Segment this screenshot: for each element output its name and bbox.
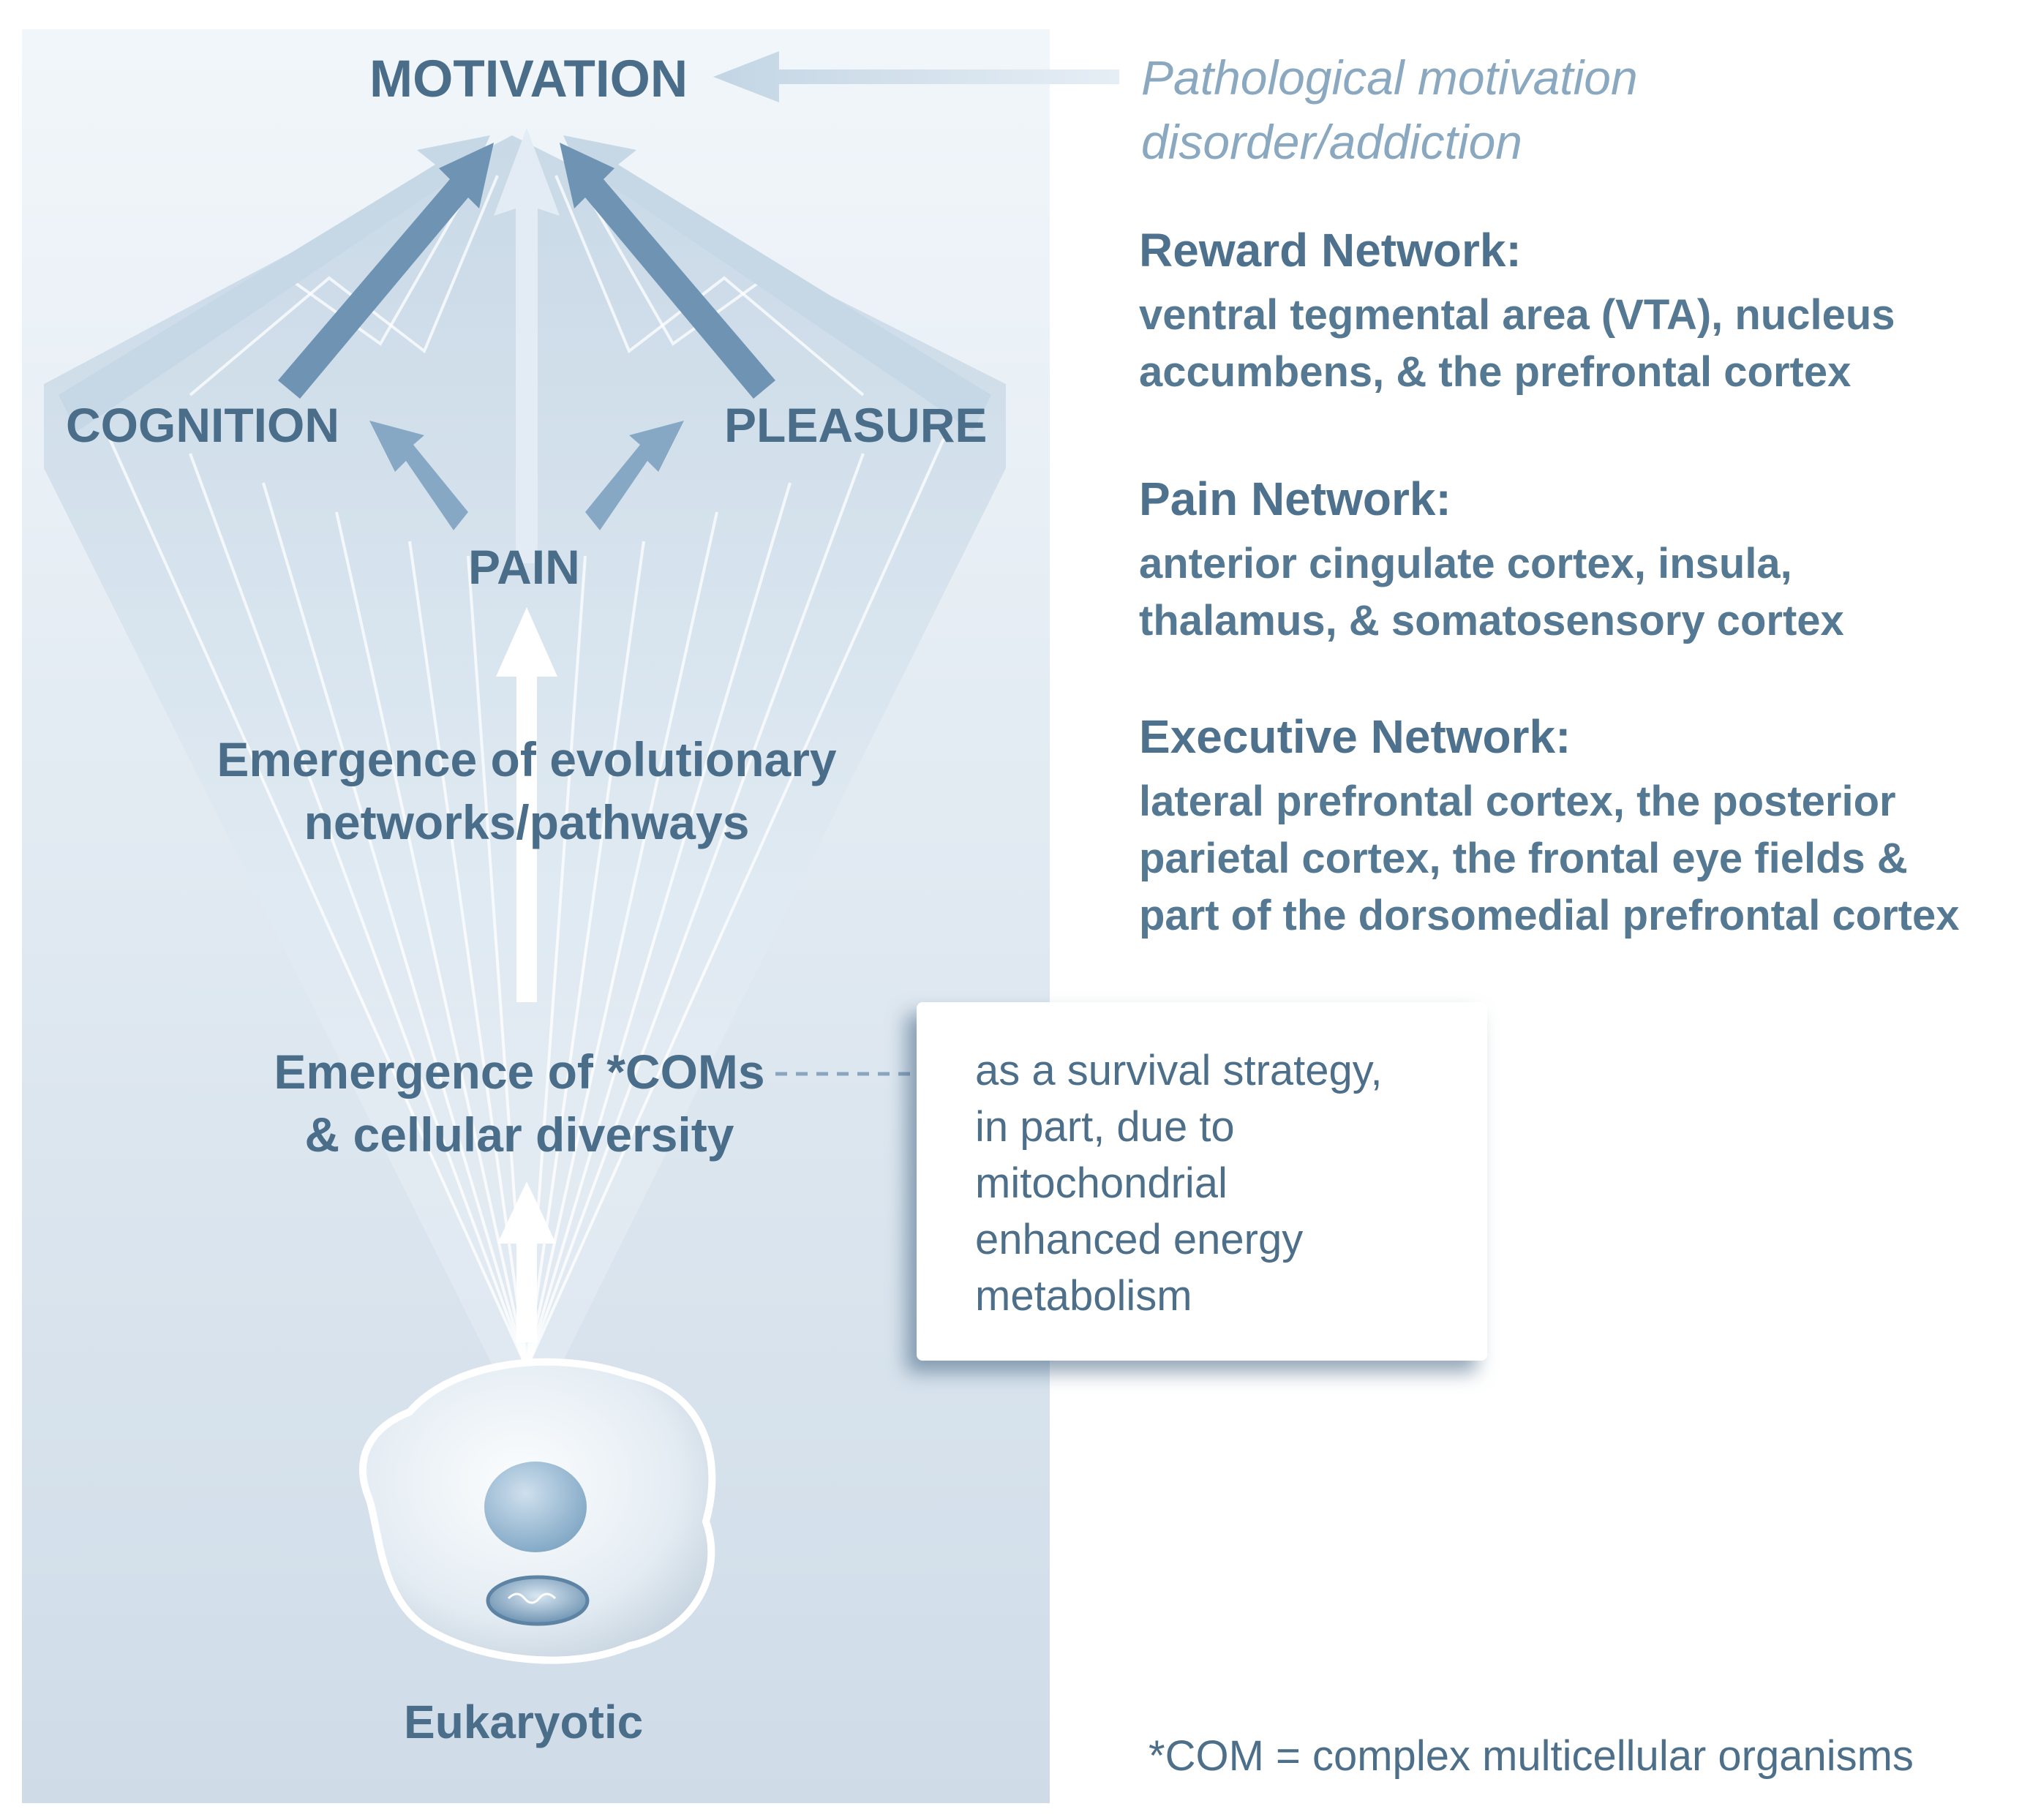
executive-line-2: parietal cortex, the frontal eye fields … [1139,835,1908,882]
center-arrow [494,128,560,563]
pain-network-title: Pain Network: [1139,473,1451,525]
callout-box [917,1002,1487,1361]
callout-line-2: in part, due to [975,1103,1235,1151]
pain-line-2: thalamus, & somatosensory cortex [1139,597,1844,644]
pleasure-label: PLEASURE [724,398,988,452]
pain-to-cognition-arrow [369,421,468,530]
cognition-label: COGNITION [66,398,339,452]
nucleus [484,1462,587,1552]
callout-line-1: as a survival strategy, [975,1047,1383,1094]
executive-network-title: Executive Network: [1139,710,1571,763]
footnote: *COM = complex multicellular organisms [1149,1732,1914,1780]
left-inner-arrow [278,143,494,399]
evolutionary-label: Emergence of evolutionary networks/pathw… [146,728,907,854]
evolutionary-line-2: networks/pathways [304,795,750,849]
pathological-line-1: Pathological motivation [1141,50,1638,105]
executive-network-block: Executive Network: lateral prefrontal co… [1139,713,1960,944]
reward-line-2: accumbens, & the prefrontal cortex [1139,348,1852,396]
up-arrow-to-pain [496,607,557,1002]
pain-to-pleasure-arrow [585,421,684,530]
right-inner-arrow [560,143,775,399]
callout-text: as a survival strategy, in part, due to … [975,1042,1383,1324]
pathological-label: Pathological motivation disorder/addicti… [1141,45,1638,174]
coms-line-2: & cellular diversity [304,1108,734,1162]
coms-label: Emergence of *COMs & cellular diversity [219,1040,819,1166]
evolutionary-line-1: Emergence of evolutionary [217,732,837,786]
up-arrow-to-coms [497,1181,556,1342]
pain-network-block: Pain Network: anterior cingulate cortex,… [1139,475,1844,650]
reward-network-desc: ventral tegmental area (VTA), nucleus ac… [1139,287,1895,401]
callout-line-4: enhanced energy [975,1216,1304,1263]
reward-network-title: Reward Network: [1139,224,1522,277]
eukaryotic-label: Eukaryotic [404,1696,644,1748]
executive-line-3: part of the dorsomedial prefrontal corte… [1139,892,1960,939]
pathological-line-2: disorder/addiction [1141,115,1522,169]
coms-line-1: Emergence of *COMs [274,1045,765,1099]
pathological-arrow [713,51,1119,102]
callout-line-5: metabolism [975,1272,1192,1320]
pain-label: PAIN [468,540,580,594]
callout-line-3: mitochondrial [975,1159,1228,1207]
executive-network-desc: lateral prefrontal cortex, the posterior… [1139,773,1960,944]
reward-line-1: ventral tegmental area (VTA), nucleus [1139,291,1895,339]
right-outer-arrow [563,135,991,432]
pain-line-1: anterior cingulate cortex, insula, [1139,540,1792,587]
executive-line-1: lateral prefrontal cortex, the posterior [1139,778,1896,825]
pain-network-desc: anterior cingulate cortex, insula, thala… [1139,535,1844,650]
left-outer-arrow [59,135,490,432]
eukaryotic-cell [359,1358,716,1664]
reward-network-block: Reward Network: ventral tegmental area (… [1139,227,1895,401]
motivation-label: MOTIVATION [369,50,688,108]
